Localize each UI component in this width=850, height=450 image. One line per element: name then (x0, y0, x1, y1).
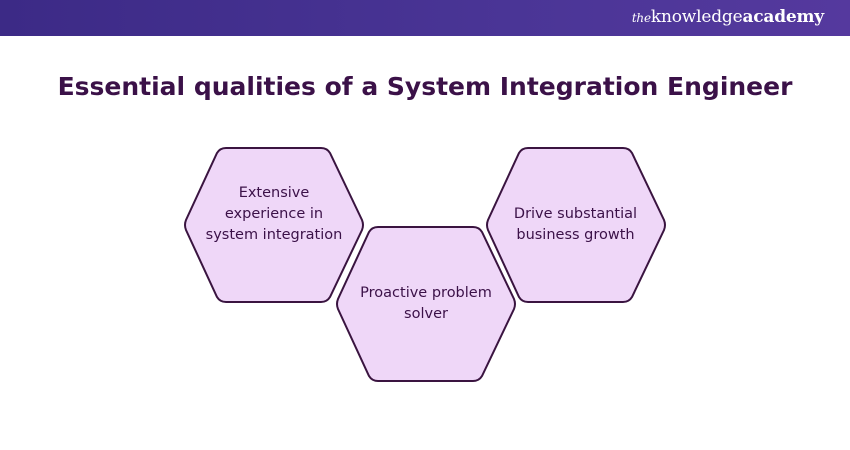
brand-logo: theknowledgeacademy (632, 7, 824, 27)
hexagon-2 (336, 226, 516, 382)
hexagon-3 (486, 147, 666, 303)
hexagon-1 (184, 147, 364, 303)
header-band: theknowledgeacademy (0, 0, 850, 36)
logo-main: knowledge (650, 7, 743, 27)
logo-prefix: the (631, 11, 651, 25)
quality-label-1: Extensive experience in system integrati… (205, 185, 343, 243)
quality-label-3: Drive substantial business growth (513, 206, 638, 243)
quality-label-2: Proactive problem solver (360, 285, 492, 322)
page-title: Essential qualities of a System Integrat… (57, 72, 793, 101)
logo-bold: academy (742, 7, 824, 27)
